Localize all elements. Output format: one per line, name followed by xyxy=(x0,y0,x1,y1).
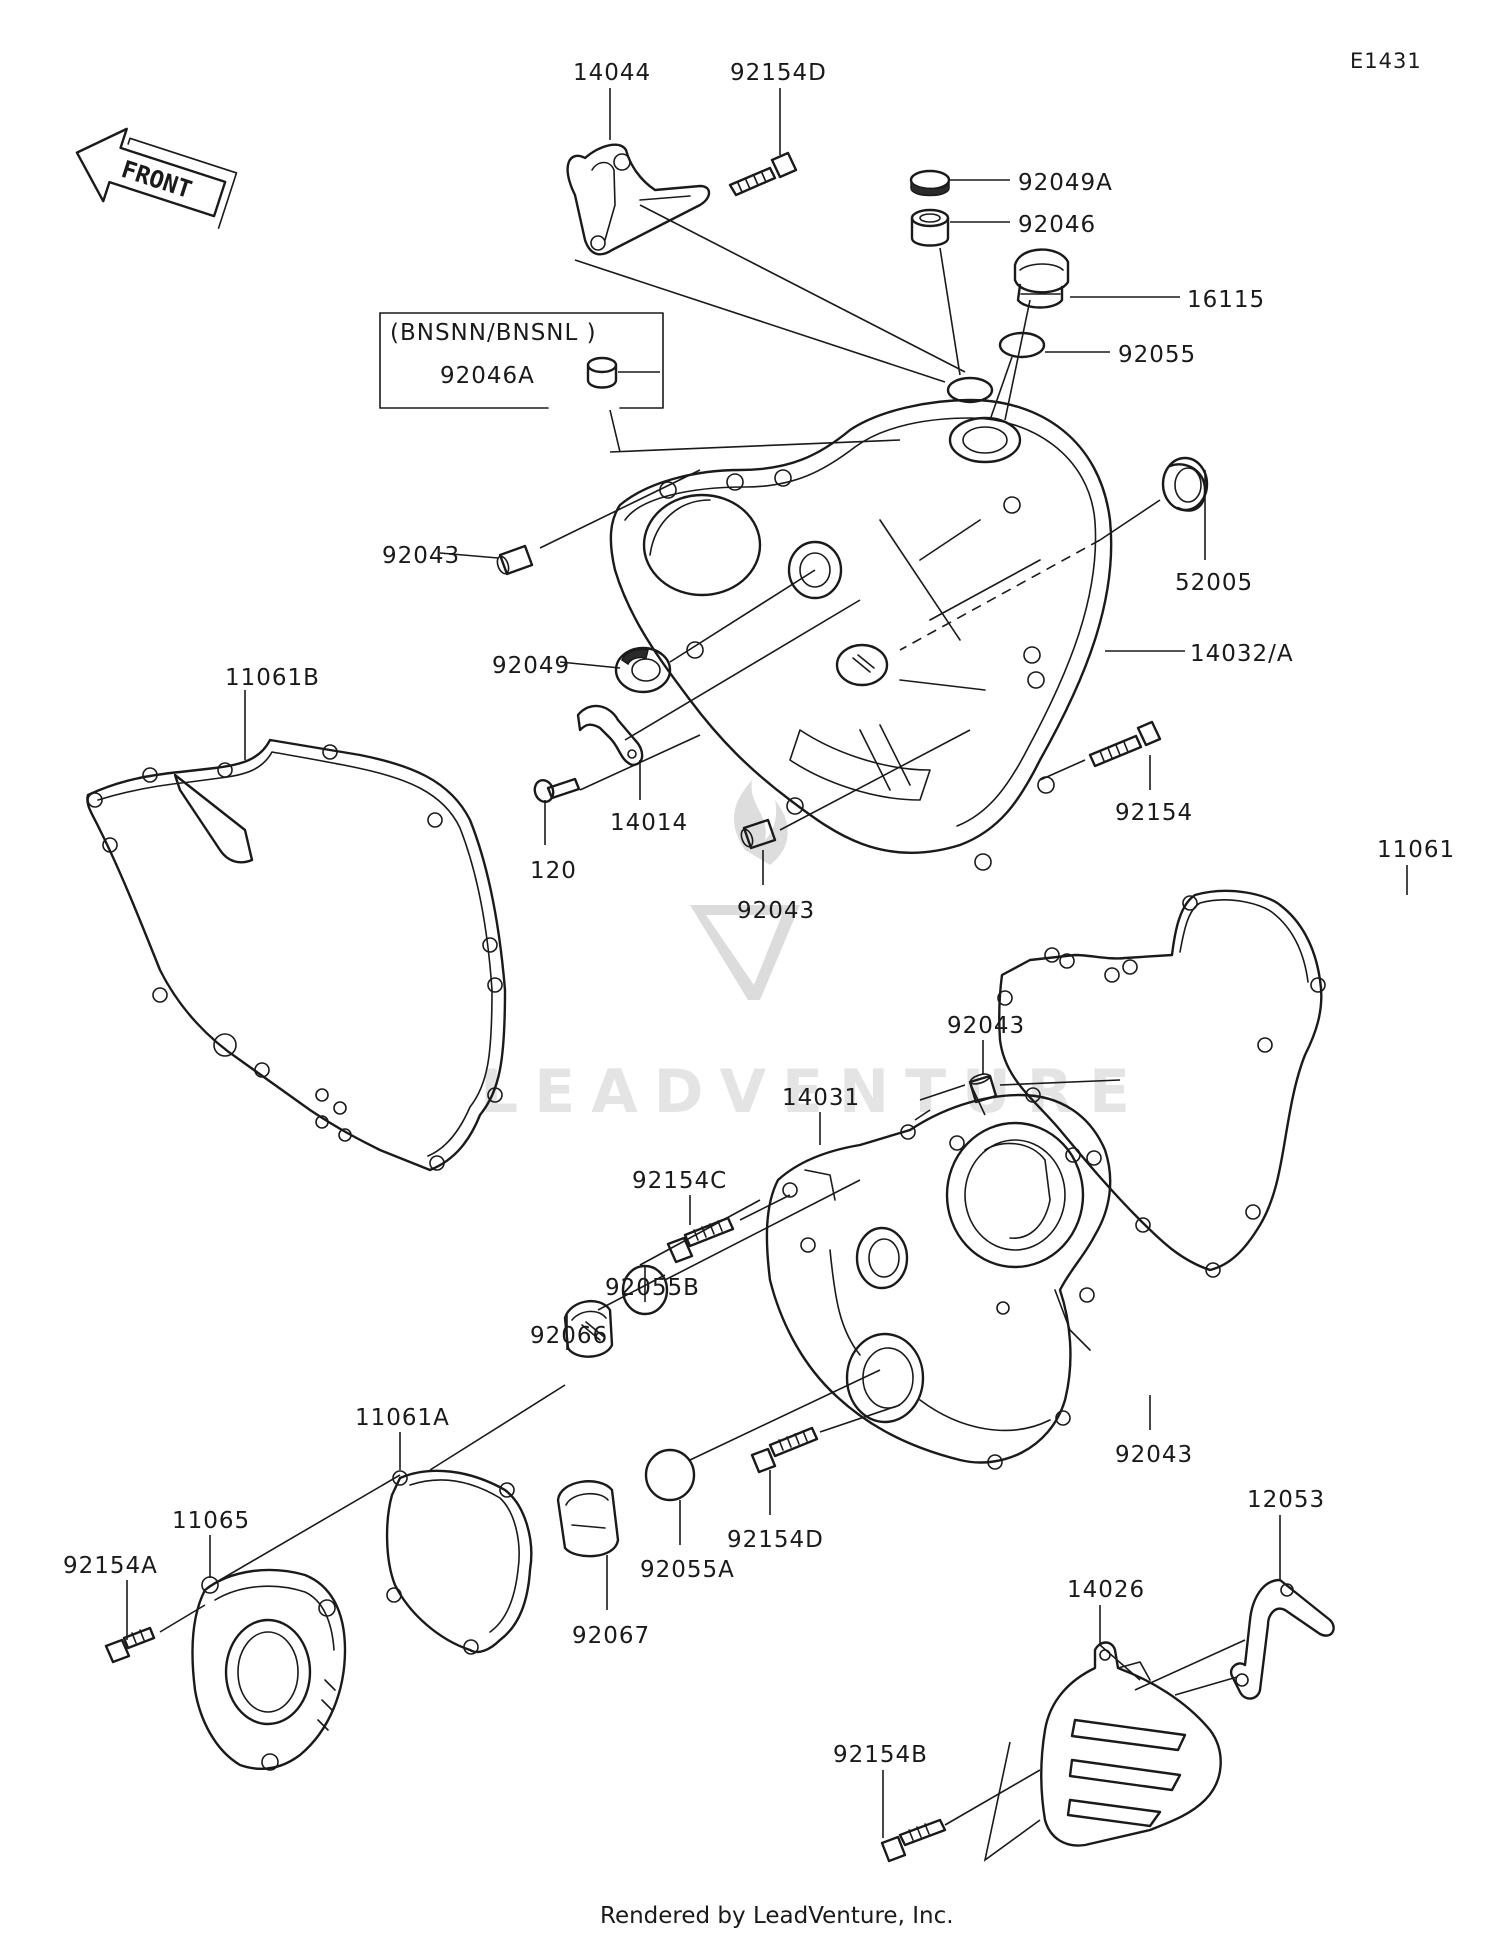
label-92055: 92055 xyxy=(1118,342,1196,368)
leadventure-watermark: LEADVENTURE xyxy=(480,780,1146,1127)
label-92055B: 92055B xyxy=(605,1275,700,1301)
label-92046: 92046 xyxy=(1018,212,1096,238)
bolt-92154D-top xyxy=(728,151,798,197)
generator-cover-14031 xyxy=(765,1093,1112,1470)
label-11061: 11061 xyxy=(1377,837,1455,863)
clutch-cover-14032A xyxy=(609,376,1113,871)
footer-credit: Rendered by LeadVenture, Inc. xyxy=(600,1903,954,1929)
label-14032A: 14032/A xyxy=(1190,641,1294,667)
label-92043-mid: 92043 xyxy=(737,898,815,924)
label-52005: 52005 xyxy=(1175,570,1253,596)
label-120: 120 xyxy=(530,858,577,884)
variant-box-label: (BNSNN/BNSNL ) xyxy=(390,320,597,346)
bracket-14044 xyxy=(566,143,711,256)
cover-14026 xyxy=(1040,1641,1222,1847)
label-92043-right: 92043 xyxy=(947,1013,1025,1039)
label-92154D-low: 92154D xyxy=(727,1527,824,1553)
label-92043-low: 92043 xyxy=(1115,1442,1193,1468)
gasket-11061A xyxy=(385,1469,533,1655)
label-11061B: 11061B xyxy=(225,665,320,691)
o-ring-92055A xyxy=(644,1448,696,1502)
label-14026: 14026 xyxy=(1067,1577,1145,1603)
bracket-12053 xyxy=(1229,1578,1335,1700)
cover-11065 xyxy=(191,1568,347,1771)
label-12053: 12053 xyxy=(1247,1487,1325,1513)
screw-120 xyxy=(533,777,581,804)
needle-bearing-92046 xyxy=(910,208,950,247)
label-14014: 14014 xyxy=(610,810,688,836)
front-direction-arrow: FRONT xyxy=(75,127,238,229)
diagram-code: E1431 xyxy=(1350,49,1422,73)
clamp-14014 xyxy=(576,704,644,767)
dowel-pin-92043-left xyxy=(496,544,534,576)
gasket-11061B xyxy=(86,738,507,1172)
label-16115: 16115 xyxy=(1187,287,1265,313)
watermark-text: LEADVENTURE xyxy=(480,1057,1146,1127)
label-92066: 92066 xyxy=(530,1323,608,1349)
label-11065: 11065 xyxy=(172,1508,250,1534)
oil-filler-plug-16115 xyxy=(1013,248,1070,309)
plug-92067 xyxy=(556,1480,620,1558)
leader-lines xyxy=(126,88,1408,1862)
label-92049: 92049 xyxy=(492,653,570,679)
bolt-92154B xyxy=(880,1818,947,1863)
bolt-92154C xyxy=(666,1216,735,1264)
label-92154C: 92154C xyxy=(632,1168,727,1194)
label-92154B: 92154B xyxy=(833,1742,928,1768)
timing-plug-92066 xyxy=(563,1300,614,1358)
label-92067: 92067 xyxy=(572,1623,650,1649)
bolt-92154A xyxy=(104,1626,156,1664)
o-ring-92055 xyxy=(998,331,1046,359)
bolt-92154-right xyxy=(1088,720,1162,768)
dowel-pin-92043-mid xyxy=(740,818,777,850)
label-92154: 92154 xyxy=(1115,800,1193,826)
label-92049A: 92049A xyxy=(1018,170,1113,196)
label-14031: 14031 xyxy=(782,1085,860,1111)
label-14044: 14044 xyxy=(573,60,651,86)
oil-seal-52005 xyxy=(1161,456,1209,512)
oil-seal-92049 xyxy=(614,646,672,694)
bolt-92154D-low xyxy=(750,1426,819,1474)
gasket-11061 xyxy=(997,889,1326,1278)
label-92043-left: 92043 xyxy=(382,543,460,569)
label-92046A: 92046A xyxy=(440,363,535,389)
label-11061A: 11061A xyxy=(355,1405,450,1431)
needle-bearing-92046A xyxy=(586,356,618,389)
label-92154A: 92154A xyxy=(63,1553,158,1579)
label-92154D-top: 92154D xyxy=(730,60,827,86)
label-92055A: 92055A xyxy=(640,1557,735,1583)
part-labels: 14044 92154D 92049A 92046 16115 92055 92… xyxy=(63,60,1455,1768)
variant-box: (BNSNN/BNSNL ) xyxy=(379,312,664,409)
seal-92049A xyxy=(909,169,951,197)
